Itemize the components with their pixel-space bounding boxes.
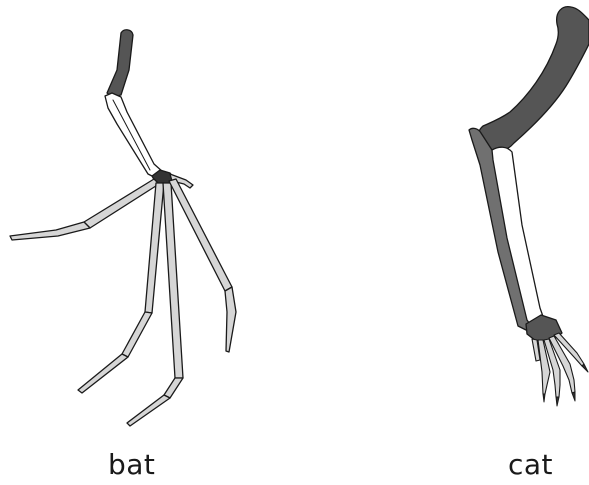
cat-label: cat: [508, 448, 553, 481]
bat-humerus: [107, 30, 133, 97]
bat-digit-3-metacarpal: [145, 183, 164, 313]
bat-digit-2-phalanx: [10, 222, 90, 240]
cat-claw-4: [572, 392, 575, 401]
bat-forelimb-skeleton: [10, 30, 236, 426]
bat-digit-5-metacarpal: [169, 179, 232, 291]
bat-digit-3-phalanx-1: [122, 312, 152, 357]
cat-humerus: [479, 7, 589, 151]
bat-digit-3: [78, 183, 164, 393]
bat-label: bat: [108, 448, 155, 481]
cat-claw-5: [582, 364, 588, 372]
bat-digit-4-metacarpal: [163, 183, 183, 378]
bat-digit-3-phalanx-2: [78, 354, 128, 393]
bat-digit-5-phalanx: [225, 287, 236, 352]
cat-metacarpals: [532, 333, 584, 397]
bat-digit-4-phalanx-1: [164, 378, 183, 398]
bat-digit-2: [10, 179, 159, 240]
bat-radius: [105, 93, 163, 179]
cat-claw-3: [556, 397, 559, 406]
bat-radius-line: [113, 100, 150, 170]
bat-digit-4-phalanx-2: [127, 395, 170, 426]
cat-claw-2: [543, 394, 545, 402]
cat-forelimb-skeleton: [469, 7, 589, 406]
bat-digit-2-metacarpal: [84, 179, 159, 228]
